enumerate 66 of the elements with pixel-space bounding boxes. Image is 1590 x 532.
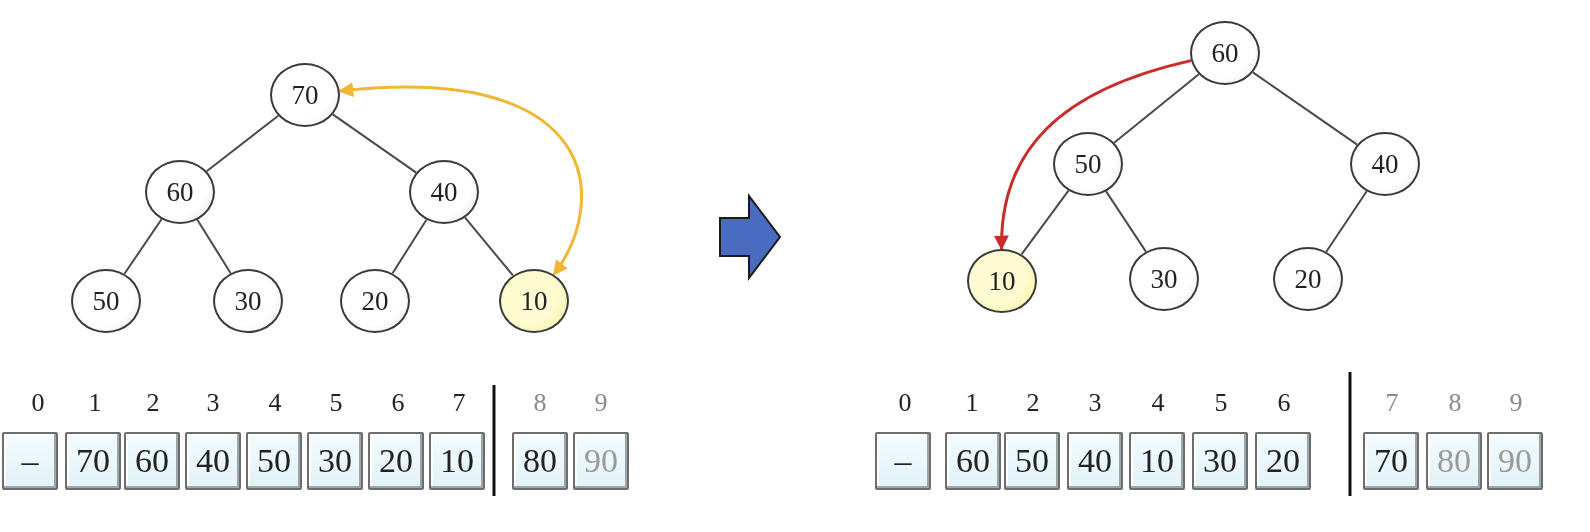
- tree-node: 30: [213, 269, 283, 333]
- tree-node: 40: [409, 160, 479, 224]
- array-cell: 90: [1487, 432, 1543, 490]
- array-cell: 50: [1004, 432, 1060, 490]
- tree-edge: [1251, 71, 1359, 146]
- tree-node: 30: [1129, 247, 1199, 311]
- array-cell: 70: [1363, 432, 1419, 490]
- array-cell: 50: [246, 432, 302, 490]
- array-cell: 10: [429, 432, 485, 490]
- tree-node: 10: [499, 269, 569, 333]
- tree-node: 20: [1273, 247, 1343, 311]
- tree-edge: [464, 216, 514, 277]
- index-number: 3: [205, 388, 221, 418]
- tree-edge: [123, 218, 163, 275]
- array-cell: 20: [1255, 432, 1311, 490]
- tree-edge: [391, 218, 428, 275]
- tree-edge: [205, 114, 280, 173]
- array-cell: 60: [945, 432, 1001, 490]
- index-number: 4: [1150, 388, 1166, 418]
- tree-node: 60: [1190, 21, 1260, 85]
- tree-node: 70: [270, 63, 340, 127]
- index-number: 5: [1213, 388, 1229, 418]
- array-cell: –: [875, 432, 931, 490]
- index-number: 2: [145, 388, 161, 418]
- index-number: 3: [1087, 388, 1103, 418]
- index-number: 9: [593, 388, 609, 418]
- tree-node: 20: [340, 269, 410, 333]
- index-number: 8: [1447, 388, 1463, 418]
- tree-node: 50: [1053, 132, 1123, 196]
- tree-edge: [196, 218, 232, 275]
- index-number: 4: [267, 388, 283, 418]
- tree-node: 60: [145, 160, 215, 224]
- tree-edge: [1105, 190, 1147, 253]
- tree-node: 50: [71, 269, 141, 333]
- tree-node: 10: [967, 249, 1037, 313]
- array-cell: 10: [1129, 432, 1185, 490]
- index-number: 7: [451, 388, 467, 418]
- index-number: 0: [30, 388, 46, 418]
- tree-node: 40: [1350, 132, 1420, 196]
- array-cell: 30: [307, 432, 363, 490]
- array-cell: 40: [1067, 432, 1123, 490]
- index-number: 7: [1384, 388, 1400, 418]
- tree-edge: [1020, 189, 1070, 256]
- index-number: 5: [328, 388, 344, 418]
- index-number: 6: [390, 388, 406, 418]
- curved-arrow: [994, 59, 1192, 251]
- array-cell: 80: [1426, 432, 1482, 490]
- array-cell: 40: [185, 432, 241, 490]
- curved-arrow: [338, 82, 583, 276]
- array-cell: 30: [1192, 432, 1248, 490]
- index-number: 6: [1276, 388, 1292, 418]
- tree-edge: [1325, 190, 1368, 253]
- index-number: 9: [1508, 388, 1524, 418]
- array-cell: 90: [573, 432, 629, 490]
- tree-edge: [1113, 73, 1200, 144]
- array-cell: –: [2, 432, 58, 490]
- index-number: 1: [964, 388, 980, 418]
- array-cell: 70: [65, 432, 121, 490]
- array-cell: 60: [124, 432, 180, 490]
- index-number: 1: [87, 388, 103, 418]
- array-cell: 80: [512, 432, 568, 490]
- array-cell: 20: [368, 432, 424, 490]
- index-number: 2: [1025, 388, 1041, 418]
- index-number: 0: [897, 388, 913, 418]
- tree-edge: [331, 113, 418, 174]
- index-number: 8: [532, 388, 548, 418]
